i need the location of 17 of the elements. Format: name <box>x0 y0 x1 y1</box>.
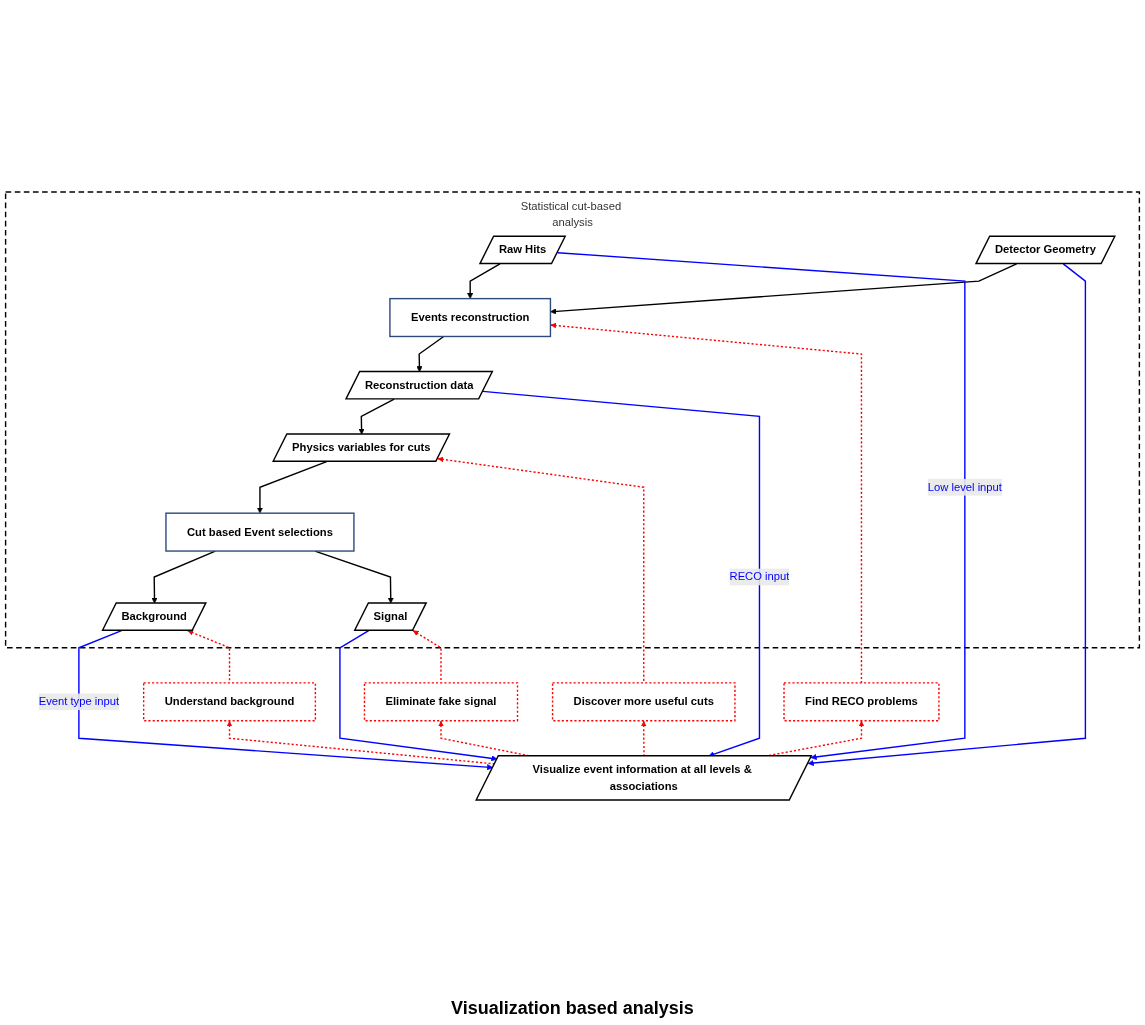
edge-label: Low level input <box>927 480 1002 493</box>
arrow <box>78 629 494 771</box>
arrow <box>226 720 496 765</box>
section-label: Visualization based analysis <box>451 998 694 1019</box>
arrow <box>556 252 966 760</box>
node-box: Eliminate fake signal <box>363 682 519 722</box>
arrow <box>339 629 498 762</box>
arrow <box>436 456 645 684</box>
node-box: Discover more useful cuts <box>551 682 736 722</box>
edge-label: Event type input <box>38 695 120 708</box>
node-box: Find RECO problems <box>783 682 940 722</box>
arrow <box>467 263 501 299</box>
arrow <box>807 263 1087 767</box>
node-box: Events reconstruction <box>389 297 552 338</box>
edge-label: RECO input <box>729 570 790 583</box>
node-box: Understand background <box>142 682 317 722</box>
node-box: Cut based Event selections <box>165 512 355 552</box>
